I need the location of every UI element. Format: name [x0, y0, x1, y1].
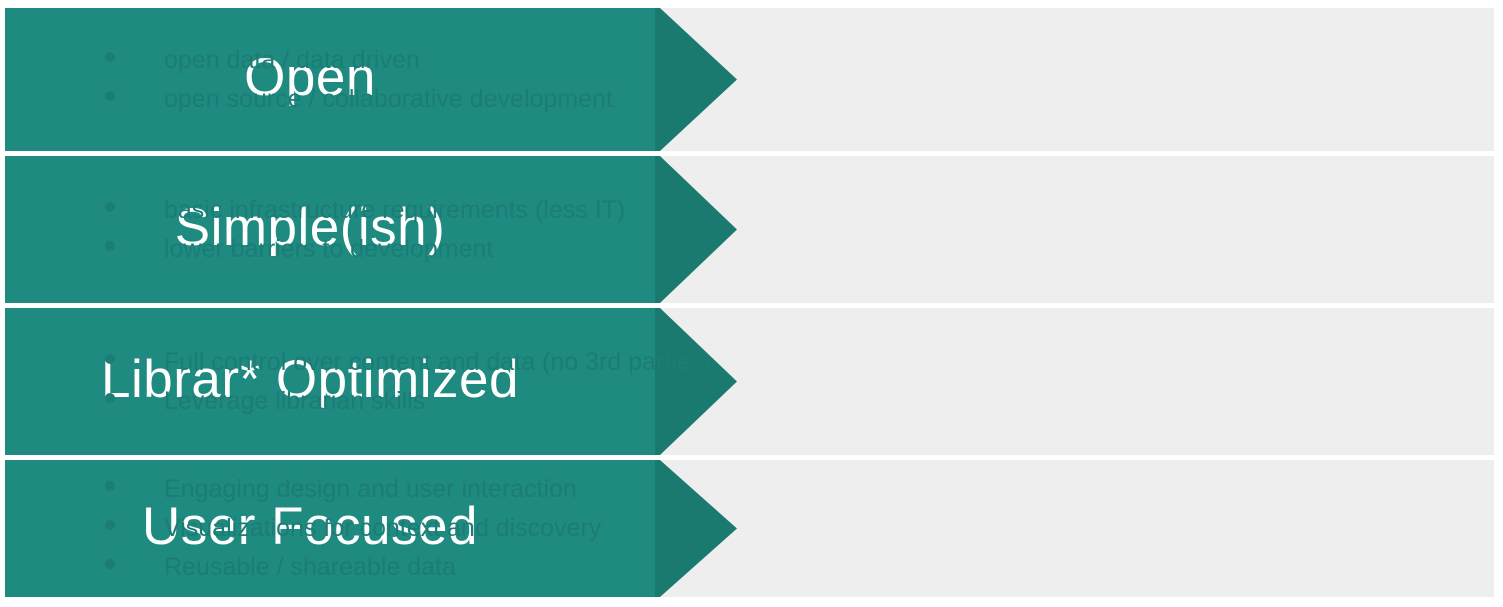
- bullet-text: Visualizations for context and discovery: [164, 514, 602, 543]
- chevron-body: [5, 156, 655, 303]
- chevron-label: Open: [244, 48, 376, 107]
- chevron-body: [5, 8, 655, 151]
- bullet-list: Engaging design and user interaction Vis…: [105, 460, 1486, 597]
- content-panel: [660, 308, 1494, 455]
- diagram-row-user-focused: User Focused Engaging design and user in…: [5, 460, 1494, 597]
- bullet-list: open data / data driven open source / co…: [105, 8, 1486, 151]
- diagram-row-library-optimized: Librar* Optimized Full control over cont…: [5, 308, 1494, 455]
- diagram-row-simple: Simple(ish) basic infrastructure require…: [5, 156, 1494, 303]
- list-item: basic infrastructure requirements (less …: [105, 191, 1486, 230]
- bullet-dot-icon: [105, 353, 115, 364]
- content-panel: [660, 8, 1494, 151]
- list-item: open data / data driven: [105, 41, 1486, 80]
- list-item: lower barriers to development: [105, 230, 1486, 269]
- bullet-text: open data / data driven: [164, 45, 420, 74]
- list-item: Full control over content and data (no 3…: [105, 343, 1486, 382]
- bullet-text: open source / collaborative development: [164, 84, 613, 113]
- list-item: Leverage librarian skills: [105, 382, 1486, 421]
- bullet-text: Engaging design and user interaction: [164, 475, 577, 504]
- bullet-dot-icon: [105, 51, 115, 62]
- list-item: Visualizations for context and discovery: [105, 509, 1486, 548]
- bullet-text: basic infrastructure requirements (less …: [164, 195, 626, 224]
- bullet-dot-icon: [105, 90, 115, 101]
- content-panel: [660, 460, 1494, 597]
- chevron-label: User Focused: [142, 497, 478, 556]
- bullet-list: basic infrastructure requirements (less …: [105, 156, 1486, 303]
- bullet-text: Reusable / shareable data: [164, 552, 456, 581]
- list-item: Engaging design and user interaction: [105, 470, 1486, 509]
- list-item: open source / collaborative development: [105, 80, 1486, 119]
- bullet-list: Full control over content and data (no 3…: [105, 308, 1486, 455]
- bullet-text: lower barriers to development: [164, 234, 494, 263]
- chevron-label: Simple(ish): [174, 198, 446, 257]
- content-panel: [660, 156, 1494, 303]
- bullet-text: Leverage librarian skills: [164, 386, 426, 415]
- bullet-dot-icon: [105, 201, 115, 212]
- bullet-dot-icon: [105, 392, 115, 403]
- list-item: Reusable / shareable data: [105, 548, 1486, 587]
- chevron-body: [5, 308, 655, 455]
- bullet-dot-icon: [105, 558, 115, 569]
- bullet-dot-icon: [105, 240, 115, 251]
- diagram-row-open: Open open data / data driven open source…: [5, 8, 1494, 151]
- bullet-dot-icon: [105, 520, 115, 531]
- chevron-label: Librar* Optimized: [101, 350, 519, 409]
- bullet-dot-icon: [105, 481, 115, 492]
- bullet-text: Full control over content and data (no 3…: [164, 347, 712, 376]
